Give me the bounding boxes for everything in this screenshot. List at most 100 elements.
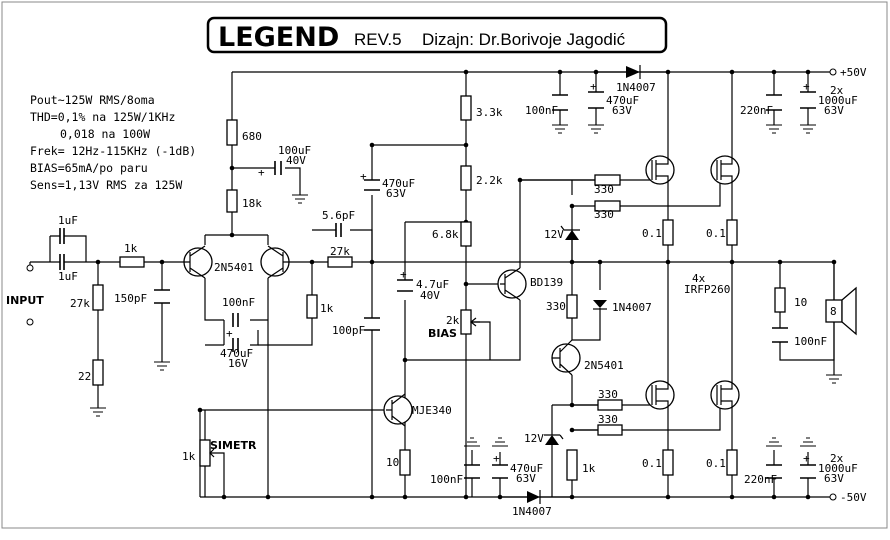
- svg-text:+: +: [803, 452, 810, 465]
- z-12v-top-label: 12V: [544, 228, 564, 241]
- rail-pos-label: +50V: [840, 66, 867, 79]
- c-100p-label: 100pF: [332, 324, 365, 337]
- resistor-bias-2k: [460, 309, 472, 335]
- r-in-label: 1k: [124, 242, 138, 255]
- c-470u-fb-label: 470uF: [220, 347, 253, 360]
- resistor-zobel: [774, 287, 786, 313]
- resistor-680: [226, 119, 238, 146]
- resistor-330-b: [594, 200, 621, 212]
- svg-text:+: +: [258, 166, 265, 179]
- resistor-0-1-c: [662, 449, 674, 476]
- c-470u-bot-label: 470uF: [510, 462, 543, 475]
- r-bias-2k-label: 2k: [446, 314, 460, 327]
- diodes: [527, 65, 641, 504]
- c-100n-fb-label: 100nF: [222, 296, 255, 309]
- r-0-1-a-label: 0.1: [642, 227, 662, 240]
- r-6k8-label: 6.8k: [432, 228, 459, 241]
- c-2x-bot-label: 2x: [830, 452, 844, 465]
- resistor-2k2: [460, 165, 472, 191]
- resistor-1k-fb: [306, 294, 318, 319]
- title-rev: REV.5: [354, 30, 402, 49]
- c-4u7-label: 4.7uF: [416, 278, 449, 291]
- spec-line: Sens=1,13V RMS za 125W: [30, 178, 182, 192]
- title-box: LEGEND REV.5 Dizajn: Dr.Borivoje Jagodić: [206, 16, 668, 54]
- c-100u-label: 100uF: [278, 144, 311, 157]
- c-1000u-bot-label: 1000uF: [818, 462, 858, 475]
- c-5p6-label: 5.6pF: [322, 209, 355, 222]
- r-3k3-label: 3.3k: [476, 106, 503, 119]
- resistor-330-c: [597, 399, 623, 411]
- r-27k-label: 27k: [70, 297, 90, 310]
- schematic-frame: [1, 1, 888, 529]
- c-1000u-top-label: 1000uF: [818, 94, 858, 107]
- r-330-vas-label: 330: [546, 300, 566, 313]
- bias-label: BIAS: [428, 327, 457, 340]
- d-1n4007-bot-label: 1N4007: [512, 505, 552, 518]
- resistor-22: [92, 359, 104, 386]
- svg-text:+: +: [400, 268, 407, 281]
- resistor-18k: [226, 189, 238, 213]
- title-name: LEGEND: [218, 22, 339, 53]
- r-680-label: 680: [242, 130, 262, 143]
- svg-text:+: +: [590, 80, 597, 93]
- c-470u-mid-label: 470uF: [382, 177, 415, 190]
- capacitors: [59, 91, 816, 479]
- spec-line: Frek= 12Hz-115KHz (-1dB): [30, 144, 196, 158]
- c-in1-label: 1uF: [58, 214, 78, 227]
- r-zobel-label: 10: [794, 296, 807, 309]
- c-in2-label: 1uF: [58, 270, 78, 283]
- r-22-label: 22: [78, 370, 91, 383]
- input-label: INPUT: [6, 294, 44, 307]
- q-mje340-label: MJE340: [412, 404, 452, 417]
- c-1000u-bot-v-label: 63V: [824, 472, 844, 485]
- z-12v-bot-label: 12V: [524, 432, 544, 445]
- speaker-icon: [825, 286, 857, 336]
- c-220n-top-label: 220nF: [740, 104, 773, 117]
- c-470u-mid-v-label: 63V: [386, 187, 406, 200]
- spec-line: Pout~125W RMS/8oma: [30, 93, 155, 107]
- svg-text:+: +: [226, 327, 233, 340]
- r-18k-label: 18k: [242, 197, 262, 210]
- resistor-1k-in: [119, 256, 145, 268]
- resistor-simetr: [199, 439, 211, 467]
- d-1n4007-top-label: 1N4007: [616, 81, 656, 94]
- r-330-a-label: 330: [594, 183, 614, 196]
- q-bd139-label: BD139: [530, 276, 563, 289]
- r-0-1-d-label: 0.1: [706, 457, 726, 470]
- c-220n-bot-label: 220nF: [744, 473, 777, 486]
- resistor-0-1-b: [726, 219, 738, 246]
- rail-neg-label: -50V: [840, 491, 867, 504]
- resistor-6k8: [460, 221, 472, 247]
- r-0-1-b-label: 0.1: [706, 227, 726, 240]
- title-design: Dizajn: Dr.Borivoje Jagodić: [422, 30, 626, 49]
- resistor-27k-fb: [327, 256, 353, 268]
- transistors: [183, 150, 740, 427]
- c-100n-top-label: 100nF: [525, 104, 558, 117]
- svg-text:+: +: [803, 80, 810, 93]
- resistor-10-mje: [399, 449, 411, 476]
- resistor-330-d: [597, 424, 623, 436]
- r-330-d-label: 330: [598, 413, 618, 426]
- spec-line: THD=0,1% na 125W/1KHz: [30, 110, 175, 124]
- svg-text:+: +: [360, 170, 367, 183]
- ground-symbols: [90, 124, 842, 447]
- resistor-3k3: [460, 95, 472, 121]
- c-150p-label: 150pF: [114, 292, 147, 305]
- d-1n4007-mid-label: 1N4007: [612, 301, 652, 314]
- c-470u-top-label: 470uF: [606, 94, 639, 107]
- c-470u-bot-v-label: 63V: [516, 472, 536, 485]
- r-10-mje-label: 10: [386, 456, 399, 469]
- terminals: [26, 68, 837, 501]
- r-2k2-label: 2.2k: [476, 174, 503, 187]
- resistor-0-1-a: [662, 219, 674, 246]
- resistor-0-1-d: [726, 449, 738, 476]
- c-1000u-top-v-label: 63V: [824, 104, 844, 117]
- r-fb-1k-label: 1k: [320, 302, 334, 315]
- c-2x-top-label: 2x: [830, 84, 844, 97]
- resistor-330-a: [594, 174, 621, 186]
- r-simetr-label: 1k: [182, 450, 196, 463]
- c-100n-bot-label: 100nF: [430, 473, 463, 486]
- spec-line: 0,018 na 100W: [60, 127, 150, 141]
- c-470u-fb-v-label: 16V: [228, 357, 248, 370]
- resistor-330-vas: [566, 294, 578, 319]
